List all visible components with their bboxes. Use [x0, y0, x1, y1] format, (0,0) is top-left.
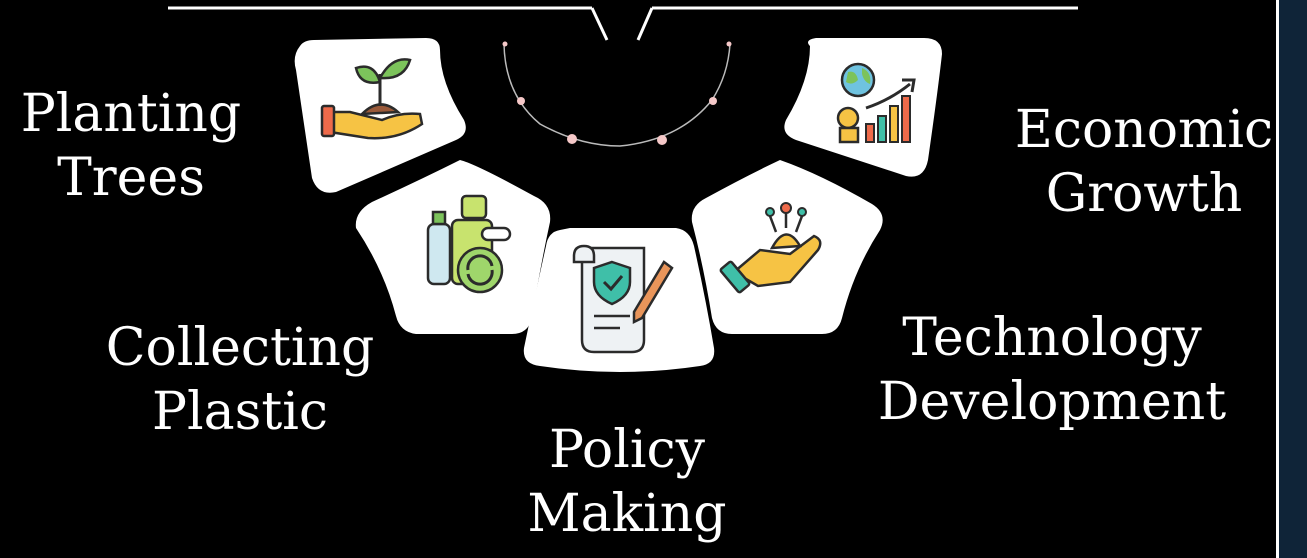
card-technology-development: [691, 160, 883, 334]
label-line: Collecting: [105, 318, 375, 378]
label-technology-development: Technology Development: [870, 306, 1234, 434]
tech-hand-icon: [719, 202, 822, 294]
label-line: Economic: [1014, 100, 1274, 160]
label-line: Growth: [1045, 164, 1243, 224]
inner-arc: [502, 41, 732, 147]
label-policy-making: Policy Making: [514, 418, 740, 546]
label-line: Development: [877, 372, 1227, 432]
label-line: Policy: [549, 420, 705, 480]
card-policy-making: [523, 228, 715, 372]
label-line: Plastic: [152, 382, 328, 442]
card-planting-trees: [294, 38, 466, 193]
label-line: Technology: [902, 308, 1202, 368]
card-collecting-plastic: [355, 160, 551, 334]
top-connector: [168, 6, 1078, 41]
right-edge-panel: [1276, 0, 1307, 558]
label-line: Trees: [57, 148, 205, 208]
policy-document-icon: [572, 244, 674, 354]
economic-growth-icon: [836, 62, 916, 144]
label-line: Making: [527, 484, 727, 544]
label-line: Planting: [20, 84, 242, 144]
label-economic-growth: Economic Growth: [1006, 98, 1282, 226]
card-economic-growth: [784, 38, 942, 177]
label-collecting-plastic: Collecting Plastic: [104, 316, 376, 444]
plastic-recycling-icon: [426, 194, 512, 294]
hand-plant-icon: [320, 58, 424, 140]
label-planting-trees: Planting Trees: [18, 82, 244, 210]
